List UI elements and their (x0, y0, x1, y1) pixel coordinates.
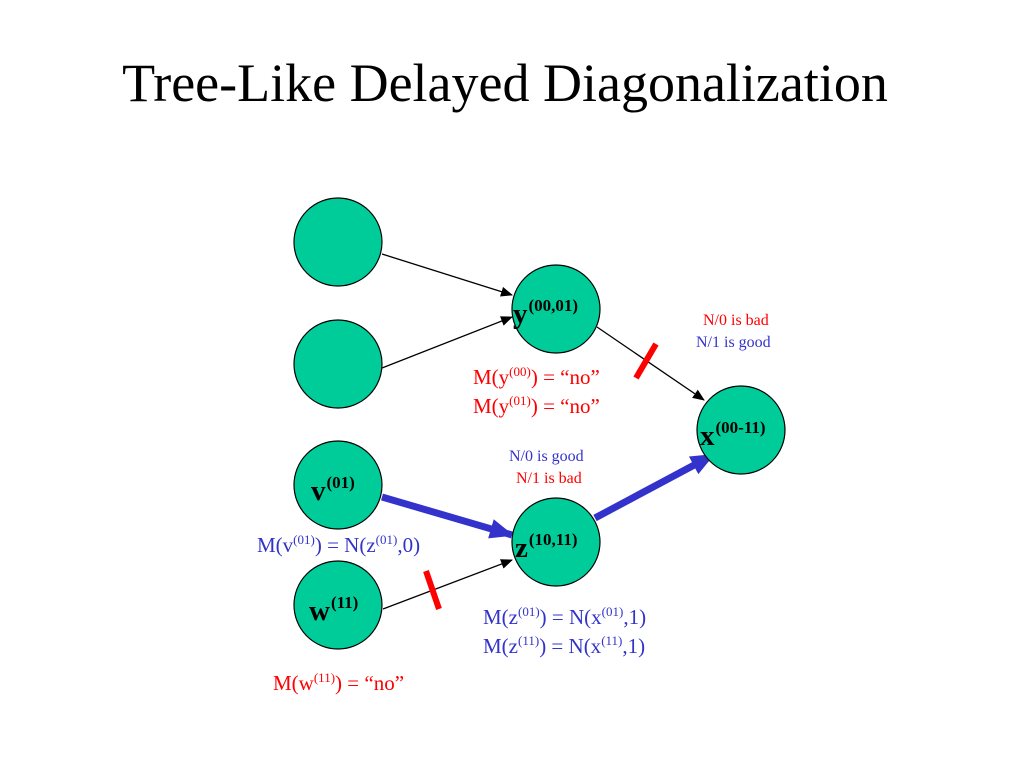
note-z-line1: M(z(01)) = N(x(01),1) (483, 604, 647, 629)
node-v (293, 440, 383, 530)
node-z (511, 497, 601, 587)
edge-v-to-z-thick (381, 493, 514, 539)
node-y-name: y (513, 297, 528, 330)
edge-z-to-x-thick (593, 451, 715, 522)
node-v-sup: (01) (326, 473, 355, 492)
edge-y-to-x (596, 326, 705, 401)
note-v-equation: M(v(01)) = N(z(01),0) (257, 532, 421, 557)
node-w-name: w (309, 594, 330, 627)
slide-title: Tree-Like Delayed Diagonalization (122, 53, 888, 113)
cut-mark-w-z (423, 570, 442, 610)
node-z-name: z (515, 531, 528, 564)
node-x-label: x(00-11) (700, 419, 766, 451)
node-w-label: w(11) (309, 594, 358, 626)
node-w (293, 560, 383, 650)
note-z-bad: N/1 is bad (516, 470, 582, 487)
note-x-good: N/1 is good (696, 334, 771, 351)
note-z-line2: M(z(11)) = N(x(11),1) (483, 633, 646, 658)
note-y-line1: M(y(00)) = “no” (473, 364, 600, 389)
node-x-sup: (00-11) (715, 418, 766, 437)
note-z-good: N/0 is good (509, 448, 584, 465)
node-x (696, 385, 786, 475)
note-w-equation: M(w(11)) = “no” (273, 670, 405, 695)
node-y (511, 264, 601, 354)
node-v-label: v(01) (311, 474, 355, 506)
node-unlabeled-top (293, 197, 383, 287)
node-y-label: y(00,01) (513, 297, 578, 329)
edge-top-to-y (381, 253, 513, 297)
node-y-sup: (00,01) (528, 296, 579, 315)
node-v-name: v (311, 474, 326, 507)
edge-w-to-z (382, 559, 513, 610)
note-y-line2: M(y(01)) = “no” (473, 393, 600, 418)
node-x-name: x (700, 419, 715, 452)
cut-mark-y-x (633, 342, 659, 380)
edge-mid-to-y (381, 316, 513, 369)
node-w-sup: (11) (330, 593, 359, 612)
node-unlabeled-middle (293, 319, 383, 409)
node-z-sup: (10,11) (528, 530, 578, 549)
note-x-bad: N/0 is bad (703, 312, 769, 329)
node-z-label: z(10,11) (515, 531, 578, 563)
